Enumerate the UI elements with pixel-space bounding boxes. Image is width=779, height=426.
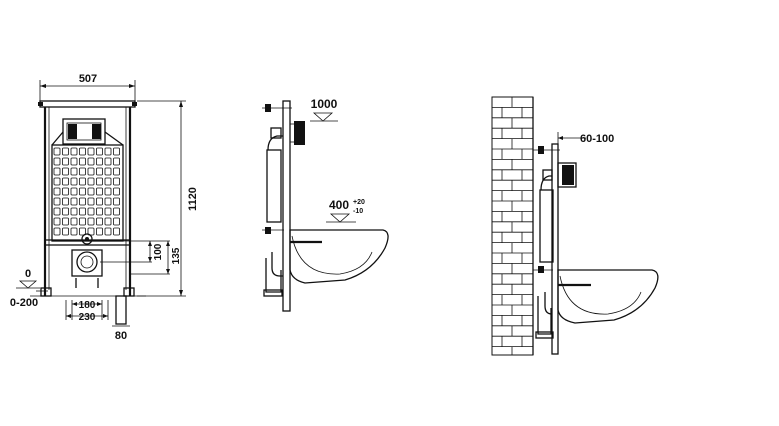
grid-cell	[62, 167, 69, 176]
grid-cell	[53, 167, 61, 176]
grid-cell	[104, 187, 112, 196]
grid-cell	[62, 187, 69, 196]
cistern-grid	[53, 147, 120, 236]
floor-range-label: 0-200	[10, 297, 38, 309]
grid-cell	[62, 227, 69, 236]
grid-cell	[96, 217, 103, 226]
grid-cell	[96, 147, 103, 156]
dim-135-label: 135	[171, 247, 182, 264]
grid-cell	[96, 187, 103, 196]
grid-cell	[62, 197, 69, 206]
wall-view: 60-100	[491, 96, 659, 356]
dim-100-label: 100	[153, 243, 164, 260]
grid-cell	[87, 167, 95, 176]
grid-cell	[62, 157, 69, 166]
grid-cell	[53, 207, 61, 216]
grid-cell	[96, 157, 103, 166]
depth-dimension-label: 60-100	[580, 133, 614, 145]
grid-cell	[87, 207, 95, 216]
grid-cell	[53, 197, 61, 206]
grid-cell	[87, 197, 95, 206]
grid-cell	[104, 167, 112, 176]
grid-cell	[70, 197, 78, 206]
grid-cell	[79, 147, 86, 156]
grid-cell	[53, 177, 61, 186]
grid-cell	[79, 227, 86, 236]
grid-cell	[104, 147, 112, 156]
grid-cell	[113, 227, 120, 236]
grid-cell	[96, 167, 103, 176]
grid-cell	[62, 147, 69, 156]
grid-cell	[113, 207, 120, 216]
grid-cell	[70, 167, 78, 176]
grid-cell	[53, 217, 61, 226]
grid-cell	[70, 147, 78, 156]
brick-wall	[491, 96, 534, 356]
grid-cell	[87, 147, 95, 156]
grid-cell	[113, 177, 120, 186]
side-height-label: 1000	[311, 97, 338, 111]
grid-cell	[104, 207, 112, 216]
wall-outline	[491, 96, 534, 356]
grid-cell	[113, 187, 120, 196]
grid-cell	[79, 157, 86, 166]
grid-cell	[62, 177, 69, 186]
width-dimension-label: 507	[79, 73, 97, 85]
grid-cell	[113, 197, 120, 206]
grid-cell	[70, 207, 78, 216]
grid-cell	[70, 177, 78, 186]
grid-cell	[79, 167, 86, 176]
tolerance-minus-label: -10	[353, 208, 363, 215]
grid-cell	[87, 157, 95, 166]
grid-cell	[53, 157, 61, 166]
grid-cell	[79, 207, 86, 216]
grid-cell	[53, 187, 61, 196]
grid-cell	[62, 207, 69, 216]
grid-cell	[87, 177, 95, 186]
grid-cell	[104, 217, 112, 226]
grid-cell	[104, 157, 112, 166]
floor-level-label: 0	[25, 268, 31, 280]
grid-cell	[87, 217, 95, 226]
grid-cell	[96, 207, 103, 216]
grid-cell	[104, 177, 112, 186]
grid-cell	[113, 217, 120, 226]
inner-width-label: 180	[79, 300, 96, 311]
grid-cell	[104, 227, 112, 236]
grid-cell	[70, 187, 78, 196]
grid-cell	[53, 147, 61, 156]
grid-cell	[113, 167, 120, 176]
foot-dimension-label: 80	[115, 330, 127, 342]
grid-cell	[70, 217, 78, 226]
tolerance-plus-label: +20	[353, 199, 365, 206]
grid-cell	[87, 227, 95, 236]
grid-cell	[113, 147, 120, 156]
grid-cell	[79, 187, 86, 196]
grid-cell	[79, 217, 86, 226]
front-view: 507	[10, 73, 199, 342]
grid-cell	[96, 197, 103, 206]
height-dimension-label: 1120	[187, 187, 199, 211]
grid-cell	[53, 227, 61, 236]
grid-cell	[70, 157, 78, 166]
grid-cell	[113, 157, 120, 166]
grid-cell	[62, 217, 69, 226]
grid-cell	[96, 177, 103, 186]
grid-cell	[87, 187, 95, 196]
grid-cell	[79, 177, 86, 186]
grid-cell	[70, 227, 78, 236]
bowl-height-label: 400	[329, 198, 349, 212]
grid-cell	[104, 197, 112, 206]
outer-width-label: 230	[79, 312, 96, 323]
grid-cell	[79, 197, 86, 206]
side-view: 1000 400 +20 -10	[262, 97, 389, 312]
grid-cell	[96, 227, 103, 236]
